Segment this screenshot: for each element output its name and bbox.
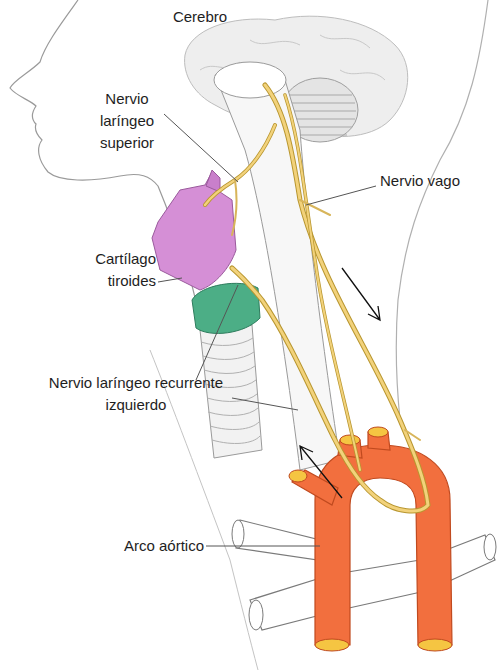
superior-laryngeal-nerve xyxy=(205,125,275,205)
tube-top xyxy=(214,62,286,98)
vessel-cut xyxy=(340,435,360,445)
right-vagus-nerve xyxy=(285,95,360,470)
vessel-end xyxy=(484,534,496,560)
aortic-arch xyxy=(315,445,452,645)
vessel-cut xyxy=(289,470,307,482)
thyroid-horn xyxy=(206,170,220,192)
leader-line xyxy=(206,546,320,547)
cricoid-cartilage xyxy=(192,283,260,333)
leader-line xyxy=(232,398,298,410)
direction-arrow xyxy=(300,446,342,498)
artery-label: Arco aórtico xyxy=(84,535,204,557)
direction-arrow xyxy=(342,268,380,320)
superior-laryngeal-nerve xyxy=(205,125,275,205)
vessel-end xyxy=(232,520,244,548)
cartilage-label: Cartílago tiroides xyxy=(76,248,156,292)
leader-line xyxy=(196,285,238,380)
nerve-label: Nervio vago xyxy=(380,170,496,192)
right-vagus-nerve xyxy=(285,95,360,470)
leader-line xyxy=(158,278,182,282)
vessel-cut xyxy=(418,639,452,651)
brain-label: Cerebro xyxy=(160,6,240,28)
nerve-label: Nervio laríngeo superior xyxy=(88,88,166,154)
vessel-end xyxy=(249,600,263,630)
vessel-cut xyxy=(368,427,388,437)
vessel-cut xyxy=(315,639,349,651)
nerve-branch xyxy=(232,180,420,440)
trachea xyxy=(200,325,262,458)
nerve-label: Nervio laríngeo recurrente izquierdo xyxy=(40,372,232,416)
leader-line xyxy=(306,186,376,205)
head-back-outline xyxy=(396,0,488,420)
pulmonary-branch xyxy=(236,520,320,560)
leader-line xyxy=(164,114,238,182)
